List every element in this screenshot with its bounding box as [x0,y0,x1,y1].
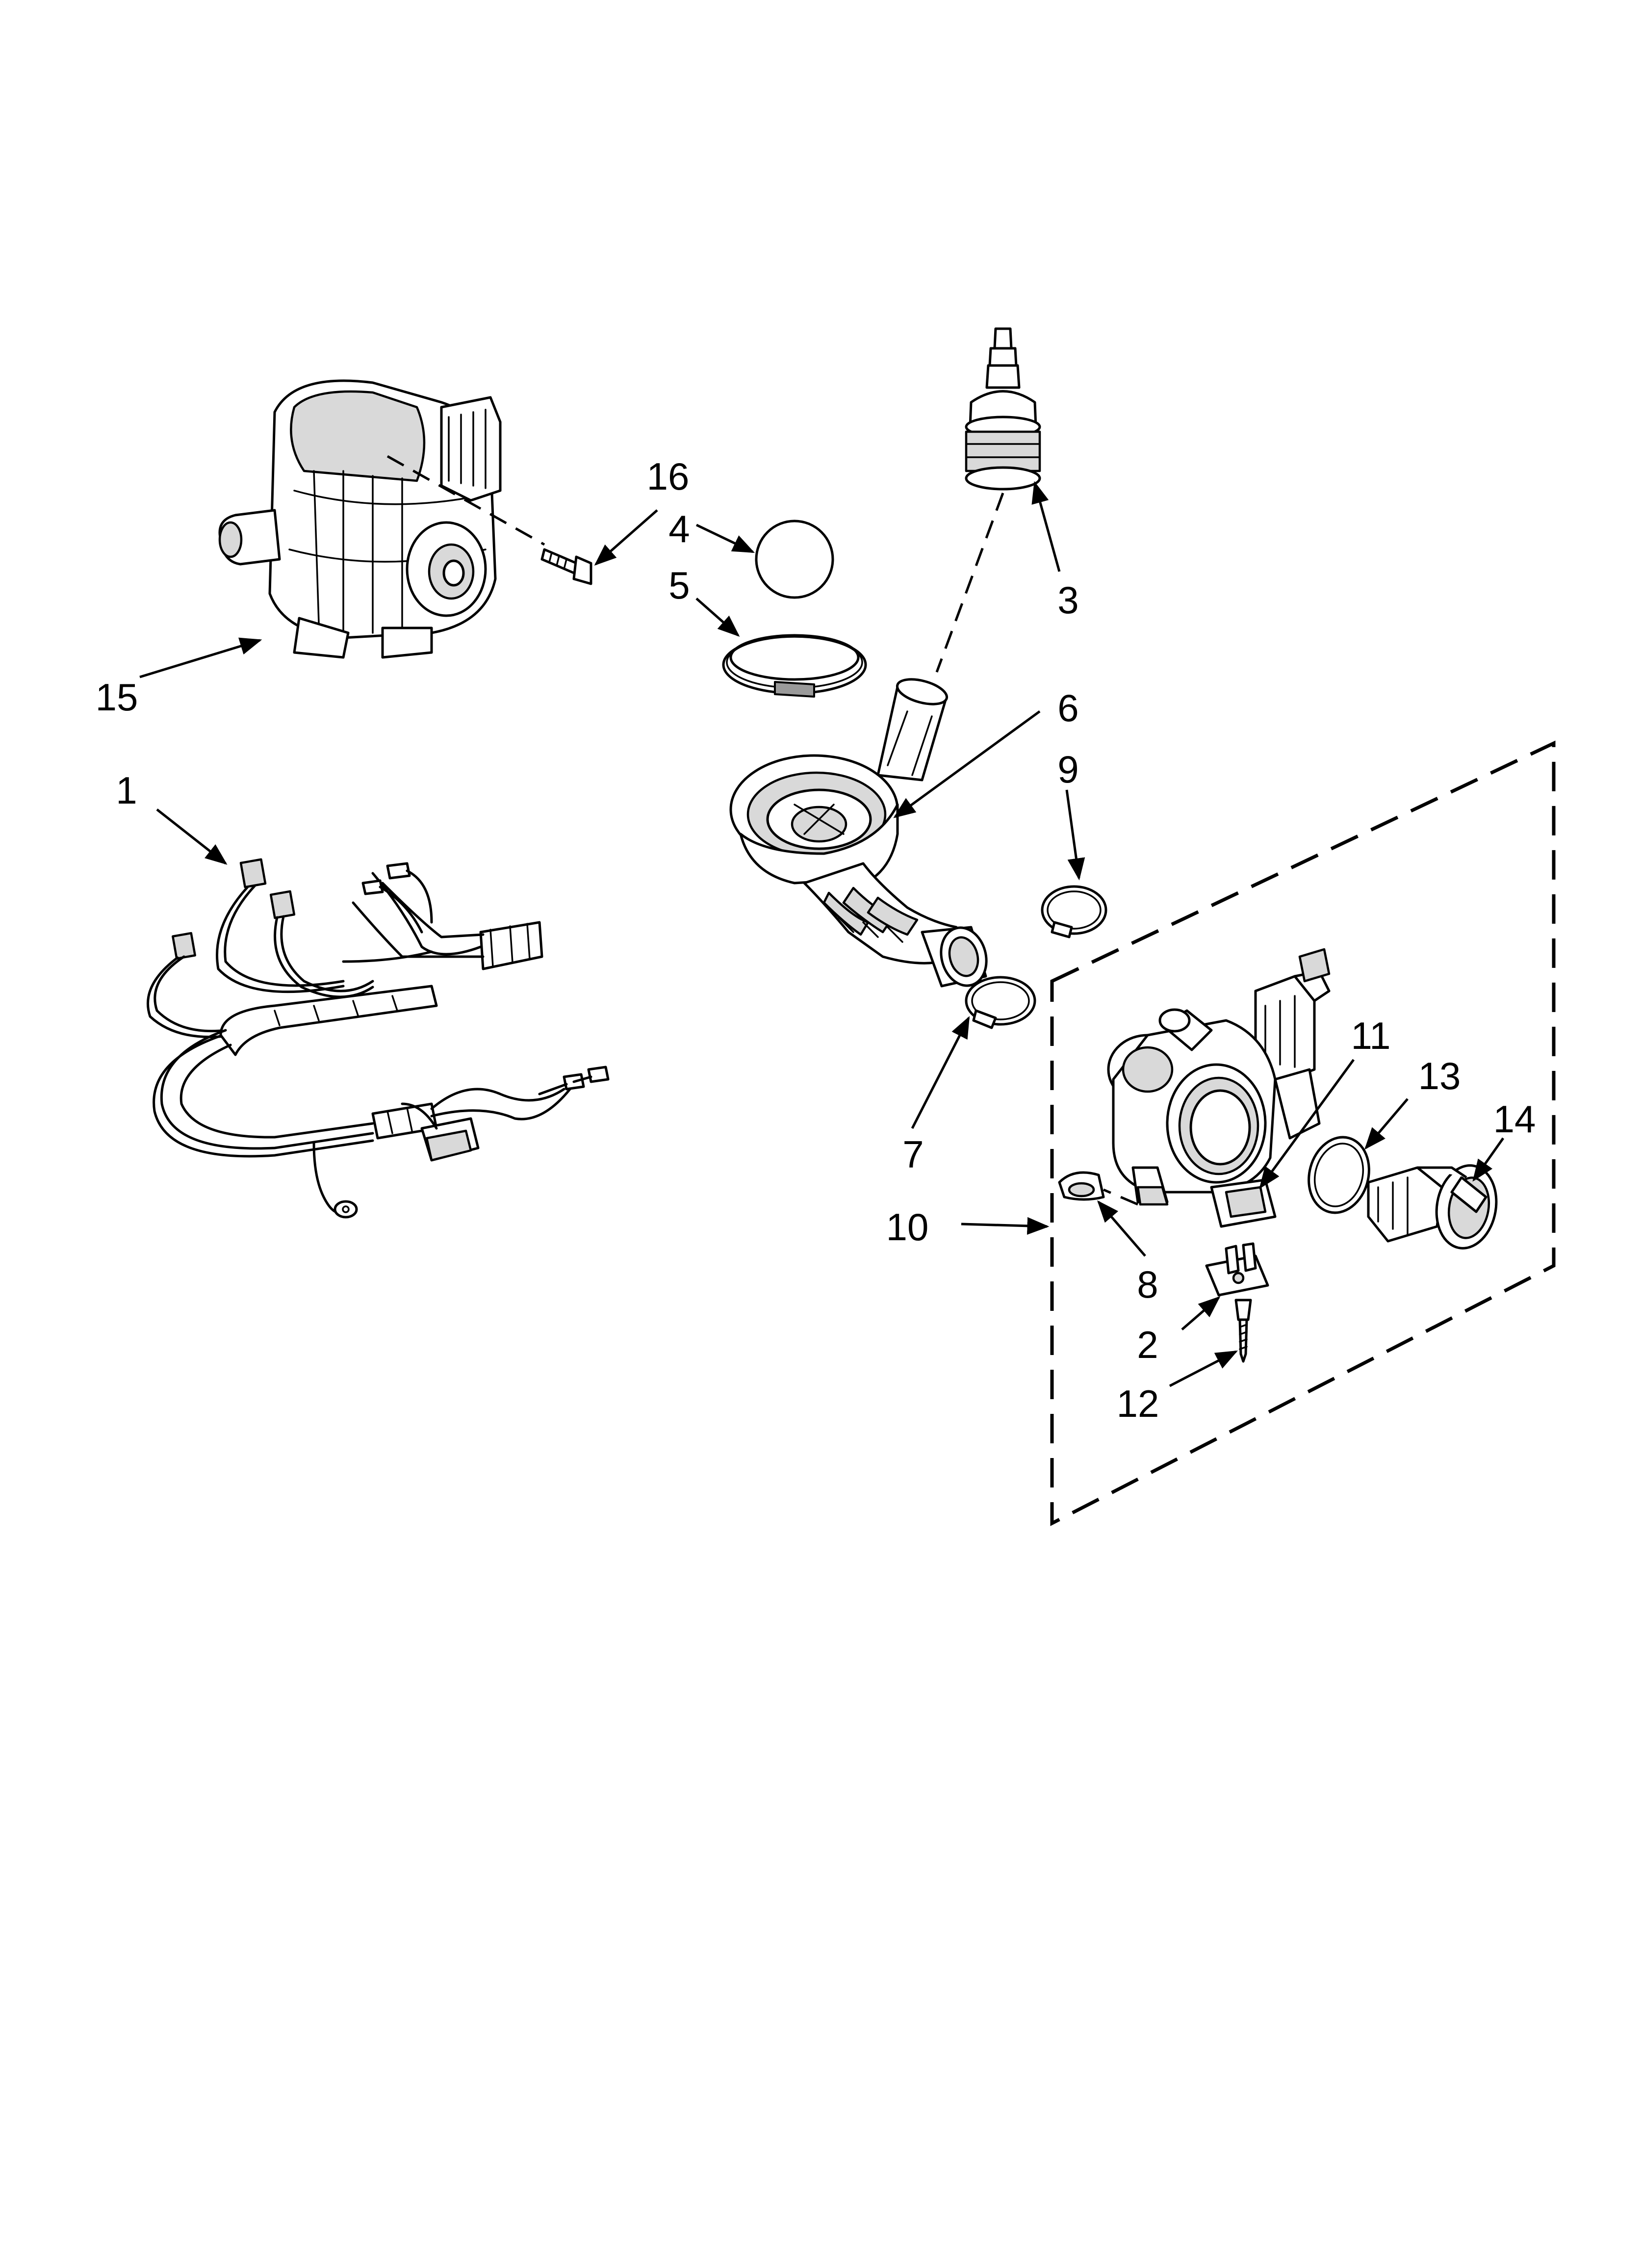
hose-clamp-lower-part [965,976,1036,1029]
part-number-5: 5 [668,564,690,607]
part-number-15: 15 [96,676,138,719]
part-number-14: 14 [1493,1097,1536,1141]
part-number-labels: 1 2 3 4 5 6 7 8 9 10 11 12 13 14 15 16 [96,455,1536,1425]
part-number-9: 9 [1057,748,1078,791]
drive-motor-part [218,379,502,659]
air-dome-part [965,327,1041,491]
pump-bracket-part [1205,1242,1269,1297]
wire-harness-part [147,858,610,1219]
filter-o-ring-part [1308,1136,1370,1214]
part-number-3: 3 [1057,578,1078,622]
drain-filter-part [1367,1164,1498,1250]
part-number-10: 10 [886,1205,929,1249]
bracket-screw-part [1234,1299,1252,1363]
pump-assembly-boundary [1050,740,1556,1526]
part-number-7: 7 [902,1133,924,1176]
pump-clip-part [1058,1171,1105,1201]
part-number-11: 11 [1351,1014,1391,1057]
part-number-8: 8 [1137,1263,1158,1306]
part-number-1: 1 [116,769,137,812]
hose-clamp-large-part [722,634,867,698]
leader-lines [139,481,1505,1387]
hose-clamp-upper-part [1041,885,1107,938]
part-number-16: 16 [647,455,690,498]
drain-pump-part [1107,948,1331,1206]
part-number-4: 4 [668,507,690,550]
part-number-13: 13 [1418,1054,1461,1097]
part-number-6: 6 [1057,686,1078,730]
part-number-12: 12 [1117,1382,1159,1425]
part-number-2: 2 [1137,1323,1158,1366]
motor-bolt-part [540,548,592,585]
pump-gasket-part [1210,1178,1277,1228]
check-ball-part [755,520,834,599]
sump-hose-part [729,678,988,988]
